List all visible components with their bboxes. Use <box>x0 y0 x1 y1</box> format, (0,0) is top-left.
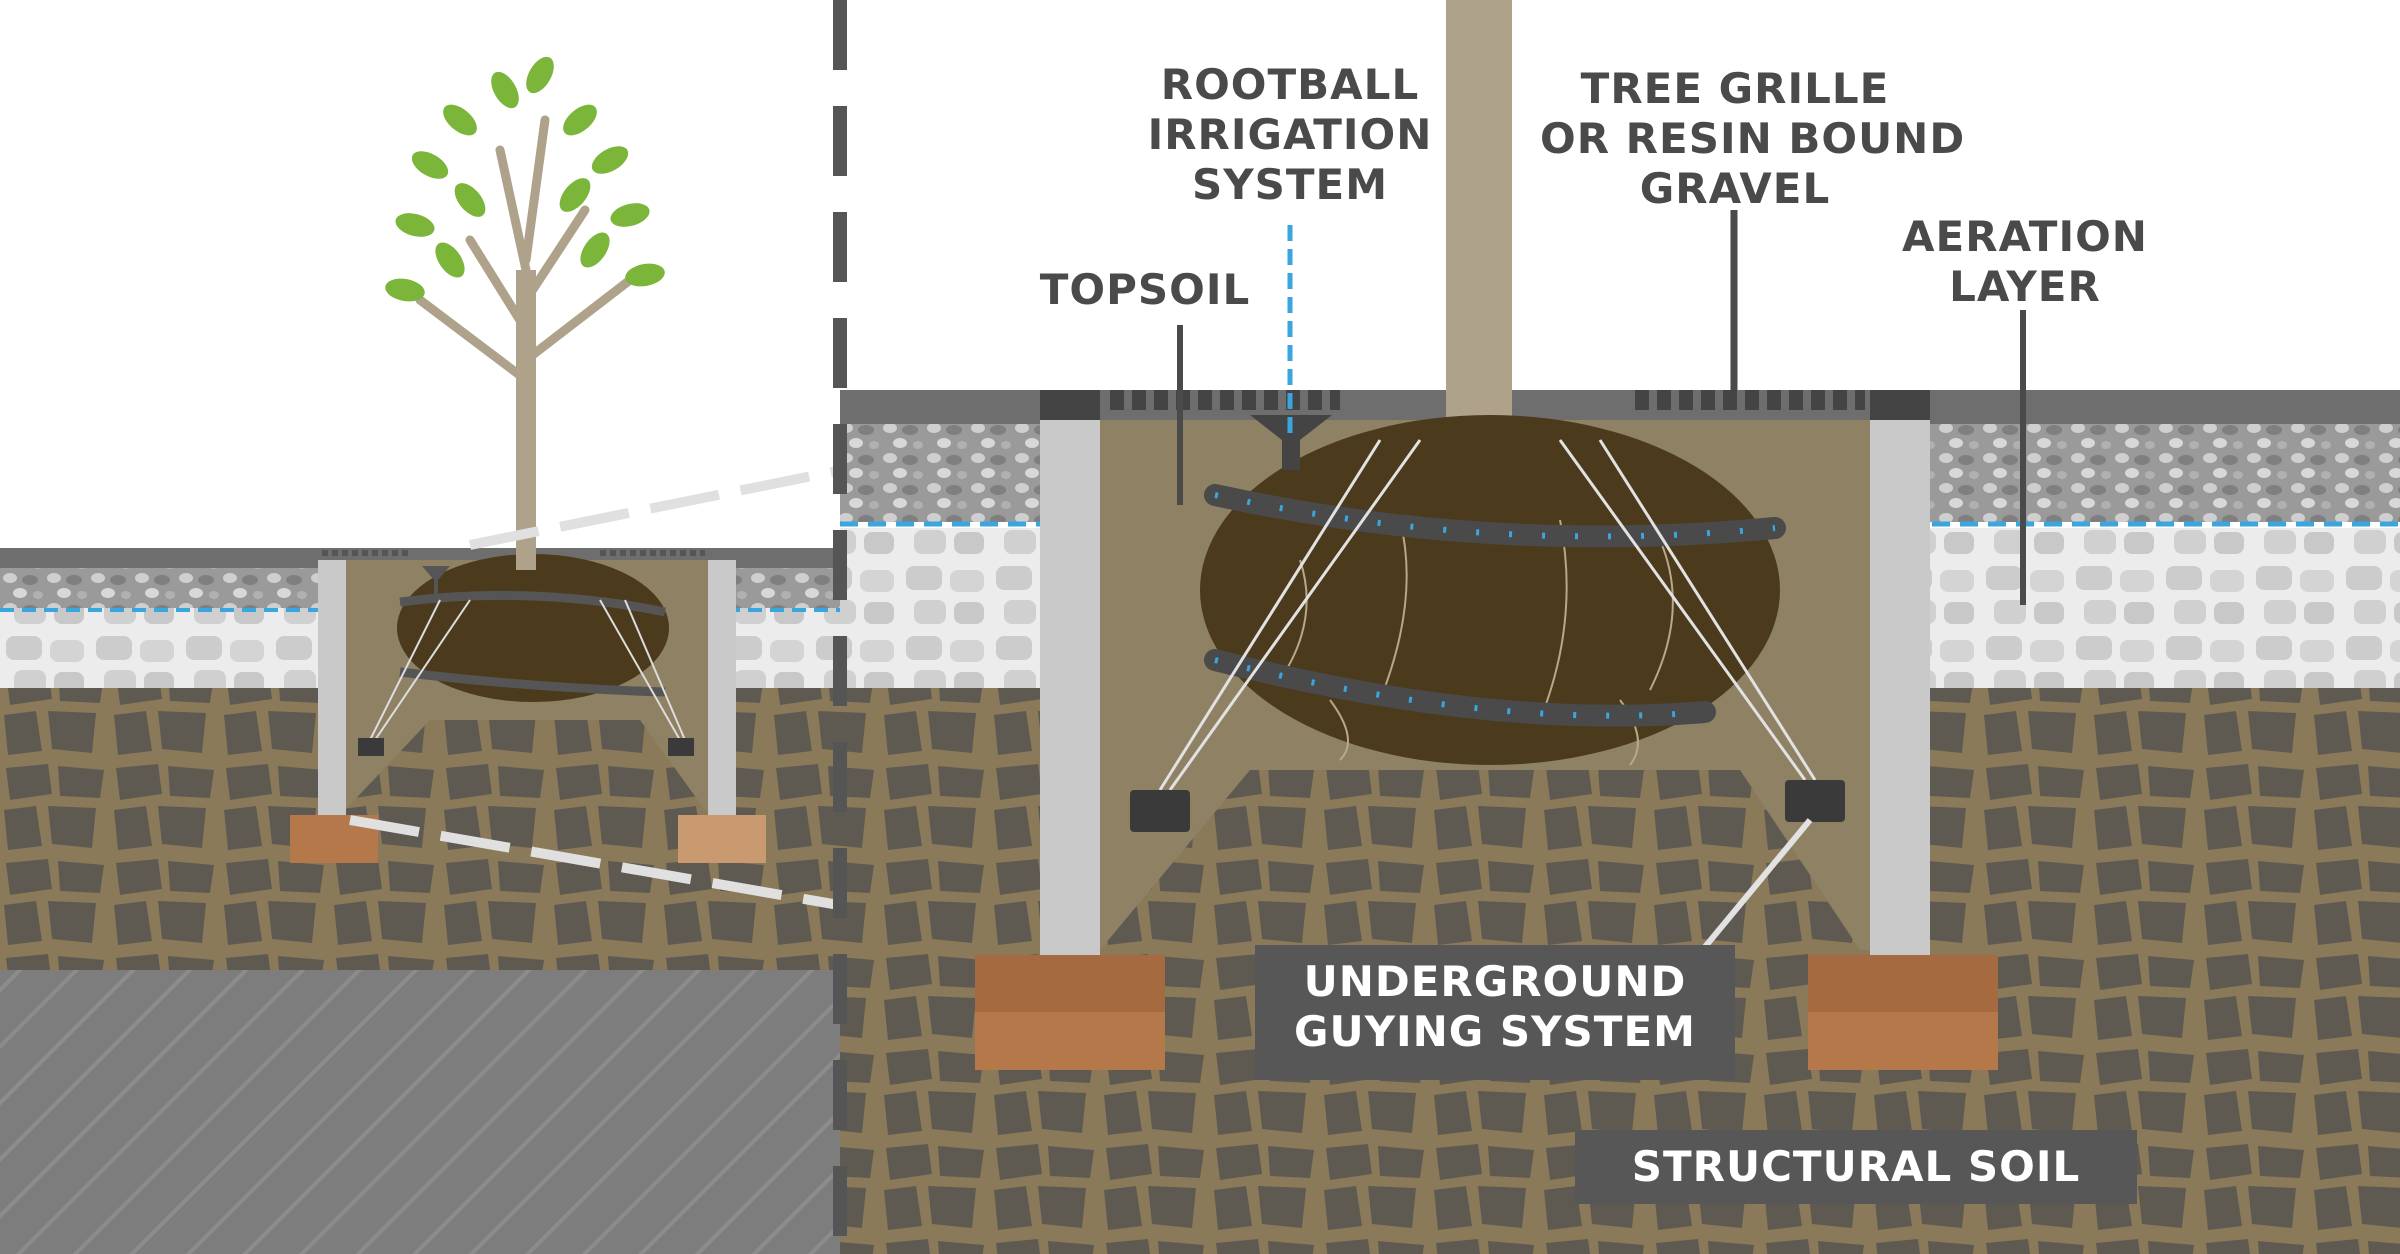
overview-section <box>0 56 1041 1254</box>
label-topsoil: TOPSOIL <box>1039 265 1251 314</box>
label-underground-guying: UNDERGROUND GUYING SYSTEM <box>1255 945 1735 1080</box>
detail-wall-right <box>1870 395 1930 955</box>
anchor-block-icon <box>1785 780 1845 822</box>
detail-rootball <box>1200 415 1780 765</box>
leaf-icon <box>610 203 650 227</box>
overview-subsoil <box>0 970 840 1254</box>
label-structural-soil: STRUCTURAL SOIL <box>1575 1130 2137 1204</box>
detail-wall-left <box>1040 395 1100 955</box>
leader-guying <box>1687 818 1813 967</box>
label-tree-grille: TREE GRILLE OR RESIN BOUND GRAVEL <box>1540 64 1966 213</box>
irrigation-funnel-icon <box>1250 415 1332 470</box>
leaf-icon <box>625 263 665 287</box>
overview-irrigation-ring-top <box>399 590 666 617</box>
leaf-icon <box>411 151 449 179</box>
leaf-icon <box>591 146 629 174</box>
leaf-icon <box>395 213 435 237</box>
overview-irrigation-ring-bottom <box>399 667 666 697</box>
leaf-icon <box>580 232 610 268</box>
tree-icon <box>385 56 665 570</box>
detail-trunk <box>1446 0 1512 440</box>
anchor-block-icon <box>1130 790 1190 832</box>
overview-wall-left <box>318 560 346 816</box>
anchor-block-icon <box>358 738 384 756</box>
detail-irrigation-ring-top <box>1204 484 1786 548</box>
leaf-icon <box>559 178 591 212</box>
detail-stone-mound <box>1100 770 1860 950</box>
leaf-icon <box>563 104 597 136</box>
detail-section <box>833 0 2400 1254</box>
overview-wall-right <box>708 560 736 816</box>
overview-stone-mound <box>345 720 705 810</box>
overview-footing-right <box>678 815 766 863</box>
anchor-block-icon <box>668 738 694 756</box>
leaf-icon <box>491 71 519 109</box>
overview-rootball <box>397 554 669 702</box>
leaf-icon <box>526 56 554 94</box>
leaf-icon <box>454 183 486 217</box>
leaf-icon <box>385 278 425 302</box>
leaf-icon <box>443 104 477 136</box>
irrigation-funnel-icon <box>422 566 450 596</box>
label-rootball-irrigation: ROOTBALL IRRIGATION SYSTEM <box>1147 60 1433 209</box>
label-aeration-layer: AERATION LAYER <box>1902 212 2148 311</box>
leaf-icon <box>435 242 465 278</box>
